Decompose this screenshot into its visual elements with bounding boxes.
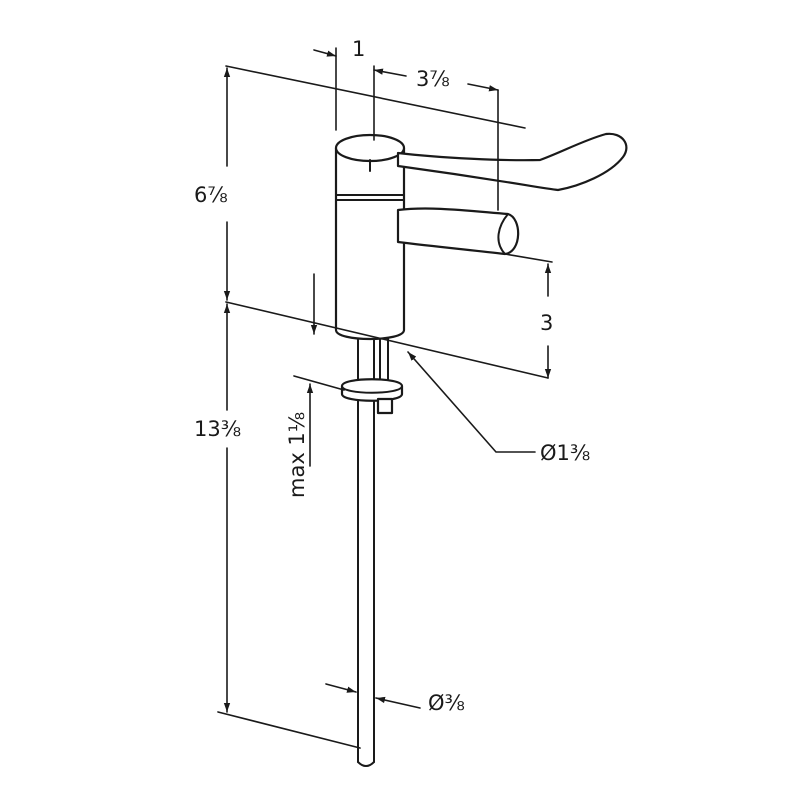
spout: [396, 207, 520, 256]
spout-clearance-label: 3: [540, 311, 553, 335]
shank-length-label: 13⅜: [194, 417, 241, 441]
body-height-label: 6⅞: [194, 183, 228, 207]
max-mount-thickness-label: max 1⅛: [285, 412, 309, 498]
supply-tubes: [357, 337, 389, 767]
dimension-arrows: [223, 49, 552, 713]
extension-lines: [217, 47, 553, 749]
lever-reach-label: 3⅞: [416, 67, 450, 91]
mounting-nut: [340, 378, 404, 415]
tube-diameter-label: Ø⅜: [428, 691, 465, 715]
dimension-labels: 1 3⅞ 6⅞ 3 Ø1⅜ 13⅜ max 1⅛ Ø⅜: [194, 37, 590, 715]
body-diameter-label: Ø1⅜: [540, 441, 590, 465]
faucet-body: [334, 133, 406, 341]
lever-handle: [396, 132, 628, 192]
handle-offset-label: 1: [352, 37, 365, 61]
